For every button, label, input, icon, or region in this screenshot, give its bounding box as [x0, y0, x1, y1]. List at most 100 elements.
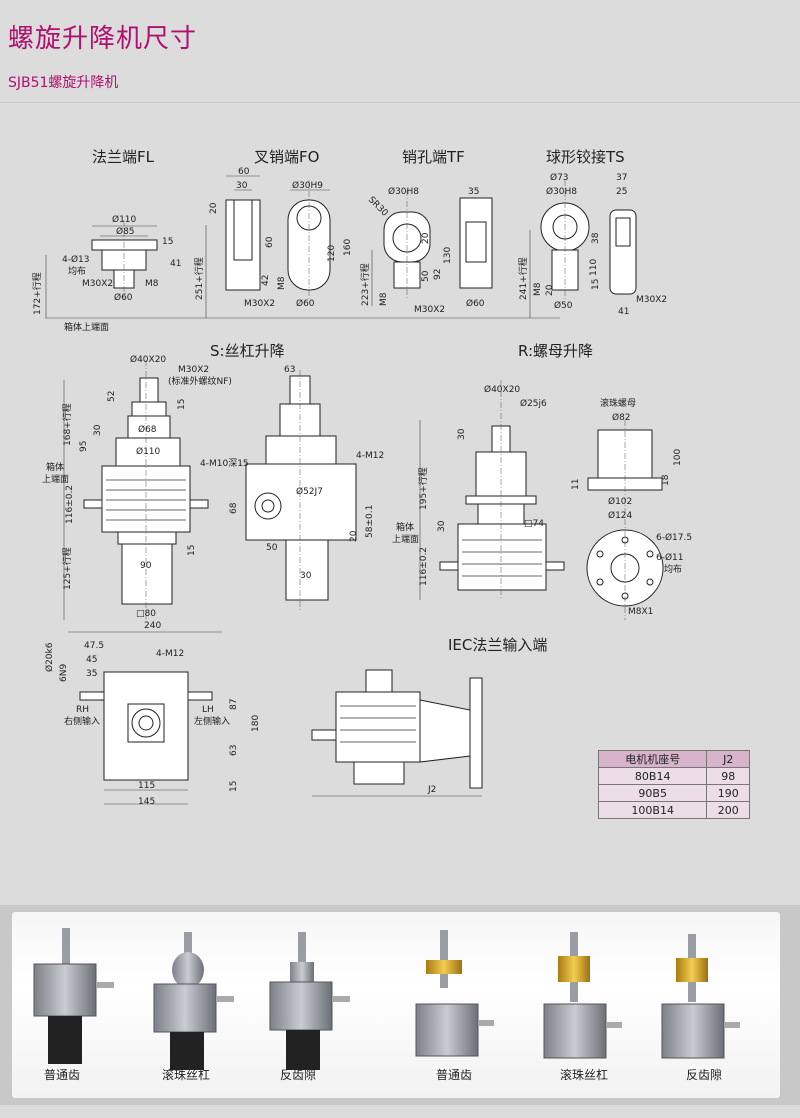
top-dim-right-input: 右侧输入: [64, 715, 100, 727]
ts-dim-110: 110: [589, 259, 599, 276]
heading-ts: 球形铰接TS: [546, 148, 625, 166]
ballnut-drawing: [586, 420, 664, 620]
motor-table-cell: 90B5: [597, 784, 708, 802]
s-dim-top-face: 上端面: [42, 473, 69, 485]
technical-drawings: 法兰端FL 叉销端FO 销孔端TF 球形铰接TS Ø110 Ø85 15 41 …: [31, 148, 692, 807]
s-dim-90: 90: [140, 561, 152, 571]
page-subtitle: SJB51螺旋升降机: [8, 75, 119, 91]
motor-table-header-j2: J2: [706, 750, 750, 768]
iec-drawing: [311, 669, 483, 797]
fl-dim-15: 15: [162, 237, 173, 247]
jack-photo-antibacklash-nut: [661, 934, 740, 1059]
tf-dim-223: 223+行程: [359, 263, 371, 306]
nut-dim-dia102: Ø102: [608, 496, 632, 507]
table-row: 80B14 98: [597, 767, 750, 785]
caption-ballscrew-2: 滚珠丝杠: [560, 1068, 609, 1082]
nut-dim-6-11: 6-Ø11: [656, 552, 684, 563]
title-divider: [0, 102, 800, 103]
s-dim-dia40x20: Ø40X20: [130, 354, 166, 365]
s-dim-nf: (标准外螺纹NF): [168, 375, 232, 387]
fo-dim-42: 42: [261, 275, 271, 286]
s-dim-125: 125+行程: [61, 547, 73, 590]
fo-dim-160: 160: [343, 239, 353, 256]
fl-dim-4-13: 4-Ø13: [62, 254, 90, 265]
fl-dim-172: 172+行程: [31, 272, 43, 315]
fo-dim-dia60: Ø60: [296, 298, 315, 309]
jack-photo-standard: [33, 928, 114, 1064]
motor-table-cell: 190: [706, 784, 750, 802]
motor-table-header: 电机机座号 J2: [597, 750, 750, 768]
fl-dim-dia85: Ø85: [116, 226, 135, 237]
ts-dim-241: 241+行程: [517, 257, 529, 300]
tf-dim-35: 35: [468, 187, 479, 197]
s-dim-30: 30: [93, 424, 103, 436]
s-dim-m30: M30X2: [178, 365, 209, 375]
tf-dim-sr30: SR30: [366, 195, 390, 219]
caption-antibacklash-1: 反齿隙: [280, 1068, 317, 1082]
sside-dim-dia52: Ø52J7: [296, 486, 323, 497]
fl-dim-dia60: Ø60: [114, 292, 133, 303]
fl-dim-m8: M8: [145, 279, 159, 289]
ts-dim-m8: M8: [533, 282, 543, 296]
motor-table-cell: 100B14: [597, 801, 708, 819]
caption-standard-1: 普通齿: [44, 1068, 81, 1082]
r-dim-dia40x20: Ø40X20: [484, 384, 520, 395]
r-dim-sq74: □74: [524, 519, 544, 529]
product-photos: [33, 928, 740, 1070]
top-dim-475: 47.5: [84, 641, 104, 651]
fo-fork-drawing: [205, 175, 331, 318]
caption-ballscrew-1: 滚珠丝杠: [162, 1068, 211, 1082]
tf-pinhole-drawing: [371, 190, 493, 306]
s-front-drawing: [63, 360, 209, 620]
r-dim-box: 箱体: [396, 521, 414, 533]
s-dim-52: 52: [107, 391, 117, 402]
motor-table-cell: 80B14: [597, 767, 708, 785]
heading-iec: IEC法兰输入端: [448, 636, 547, 654]
top-dim-115: 115: [138, 781, 155, 791]
top-dim-180: 180: [251, 715, 261, 732]
tf-dim-130: 130: [443, 247, 453, 264]
ts-dim-41: 41: [618, 307, 629, 317]
ts-dim-37: 37: [616, 173, 627, 183]
s-dim-sq80: □80: [136, 609, 156, 619]
product-photo-panel: [12, 912, 780, 1098]
s-dim-dia110: Ø110: [136, 446, 161, 457]
tf-dim-m8: M8: [379, 292, 389, 306]
motor-table-cell: 98: [706, 767, 750, 785]
heading-fl: 法兰端FL: [92, 148, 155, 166]
ts-dim-dia73: Ø73: [550, 172, 569, 183]
r-dim-top-face: 上端面: [392, 533, 419, 545]
tf-dim-m30: M30X2: [414, 305, 445, 315]
top-view-drawing: [68, 631, 222, 805]
sside-dim-58: 58±0.1: [365, 505, 375, 538]
nut-dim-6-175: 6-Ø17.5: [656, 532, 692, 543]
table-row: 90B5 190: [597, 784, 750, 802]
s-dim-15b: 15: [187, 545, 197, 556]
fo-dim-dia30h9: Ø30H9: [292, 180, 323, 191]
top-dim-dia20: Ø20k6: [44, 642, 55, 672]
caption-antibacklash-2: 反齿隙: [686, 1068, 723, 1082]
fo-dim-251: 251+行程: [193, 257, 205, 300]
nut-dim-m8: M8X1: [628, 607, 653, 617]
sside-dim-68: 68: [229, 502, 239, 514]
tf-dim-dia30h8: Ø30H8: [388, 186, 419, 197]
ts-dim-20: 20: [545, 284, 555, 296]
top-dim-left-input: 左侧输入: [194, 715, 230, 727]
s-dim-116: 116±0.2: [65, 485, 75, 524]
ts-dim-25: 25: [616, 187, 627, 197]
r-dim-30: 30: [457, 428, 467, 440]
heading-fo: 叉销端FO: [254, 148, 319, 166]
top-dim-35: 35: [86, 669, 97, 679]
nut-dim-100: 100: [673, 449, 683, 466]
r-dim-195: 195+行程: [417, 467, 429, 510]
top-dim-6n9: 6N9: [59, 664, 69, 682]
nut-label: 滚珠螺母: [600, 397, 636, 409]
fl-dim-box-top: 箱体上端面: [64, 321, 109, 333]
fl-dim-dia110: Ø110: [112, 214, 137, 225]
fo-dim-m30: M30X2: [244, 299, 275, 309]
fo-dim-30: 30: [236, 181, 248, 191]
nut-dim-11: 11: [571, 479, 581, 490]
sside-dim-4m10: 4-M10深15: [200, 458, 249, 469]
tf-dim-dia60: Ø60: [466, 298, 485, 309]
s-dim-15: 15: [177, 399, 187, 410]
